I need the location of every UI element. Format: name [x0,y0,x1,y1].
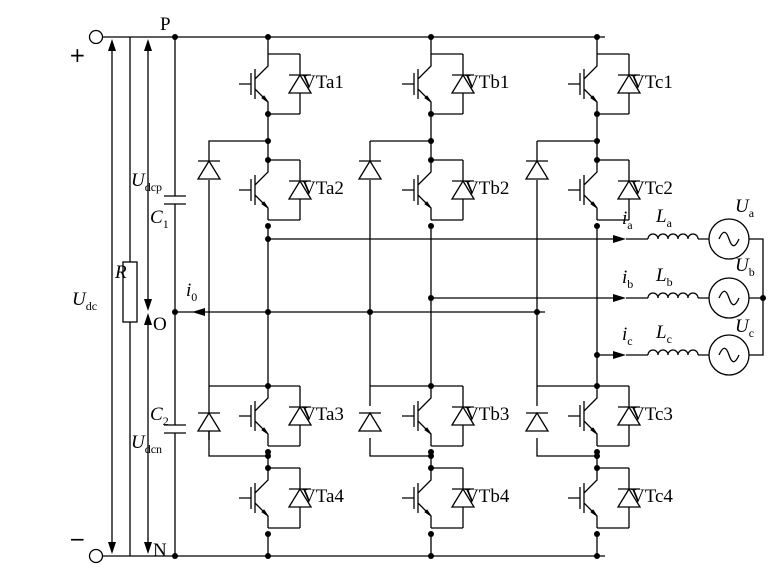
clamp-diode-icon [525,160,549,180]
dc-side [88,29,605,564]
switch-label-vta3: VTa3 [302,404,344,425]
switch-label-vtb4: VTb4 [465,486,510,507]
inductor-icon [647,233,699,240]
ac-side [268,218,764,376]
switch-label-vtc3: VTc3 [631,404,673,425]
positive-terminal [88,29,104,45]
switch-label-vtb2: VTb2 [465,178,509,199]
ia-label: ia [622,208,633,232]
inductor-icon [647,349,699,356]
igbt-icon [567,53,641,115]
phase-leg-b [358,37,475,556]
r-label: R [114,262,127,283]
lc-label: Lc [655,322,672,346]
resistor-icon [122,261,138,323]
node-p-label: P [160,14,171,35]
plus-sign: + [69,43,86,67]
switch-label-vtc1: VTc1 [631,72,673,93]
igbt-icon [567,467,641,529]
udc-label: Udc [72,289,97,313]
igbt-icon [238,53,312,115]
node-n-label: N [153,540,167,561]
ub-label: Ub [735,255,755,279]
ac-source-icon [708,334,750,376]
junction-dots [265,34,766,559]
switch-label-vta1: VTa1 [302,72,344,93]
switch-label-vtc2: VTc2 [631,178,673,199]
switch-label-vta4: VTa4 [302,486,344,507]
capacitor-icon [164,424,186,434]
current-arrows [613,235,626,359]
c1-label: C1 [150,207,169,231]
node-o-label: O [153,314,167,335]
clamp-diode-icon [358,160,382,180]
switch-label-vtb3: VTb3 [465,404,509,425]
igbt-icon [401,53,475,115]
minus-sign: − [69,527,86,551]
igbt-icon [401,385,475,447]
inductor-icon [647,292,699,299]
la-label: La [655,206,673,230]
igbt-icon [238,467,312,529]
switch-label-vtc4: VTc4 [631,486,673,507]
udcp-label: Udcp [131,170,162,194]
phase-leg-a [197,37,312,556]
switch-label-vta2: VTa2 [302,178,344,199]
negative-terminal [88,548,104,564]
lb-label: Lb [655,265,673,289]
ac-source-icon [708,218,750,260]
clamp-diode-icon [525,412,549,432]
igbt-icon [567,159,641,221]
igbt-icon [238,159,312,221]
igbt-icon [567,385,641,447]
i0-label: i0 [186,280,197,304]
c2-label: C2 [150,404,169,428]
switch-label-vtb1: VTb1 [465,72,509,93]
phase-leg-c [525,37,641,556]
clamp-diode-icon [197,412,221,432]
i0-arrow [192,308,205,316]
uc-label: Uc [735,316,754,340]
igbt-icon [401,159,475,221]
clamp-diode-icon [358,412,382,432]
ic-label: ic [622,324,633,348]
udcn-label: Udcn [131,432,162,456]
ac-source-icon [708,277,750,319]
labels: P O N + − Udc R Udcp C1 C2 Udcn i0 VTa1 … [69,14,755,561]
clamp-diode-icon [197,160,221,180]
capacitor-icon [164,195,186,205]
ua-label: Ua [735,196,755,220]
igbt-icon [401,467,475,529]
igbt-icon [238,385,312,447]
ib-label: ib [622,267,633,291]
